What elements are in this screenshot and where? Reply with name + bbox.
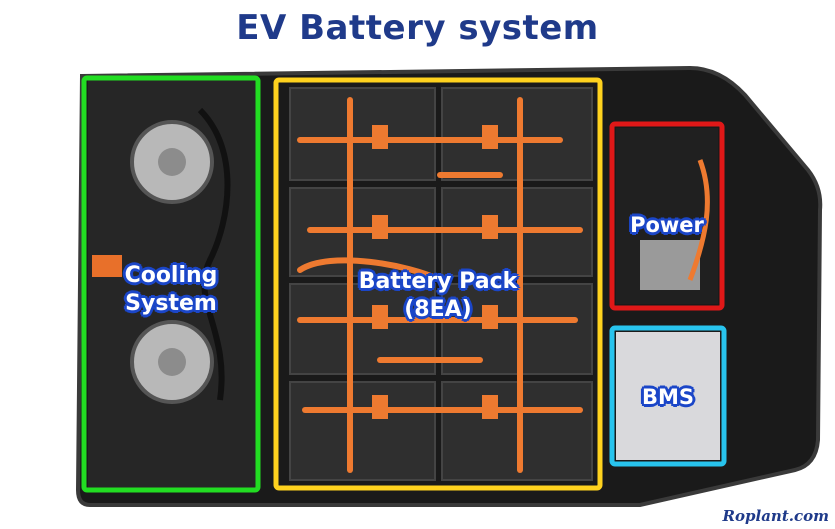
bms-box xyxy=(609,325,727,467)
cooling-label-line2: System xyxy=(125,290,217,316)
cooling-system-box xyxy=(81,75,261,493)
battery-label-line2: (8EA) xyxy=(404,296,472,322)
cooling-cable xyxy=(197,107,231,401)
page-title: EV Battery system xyxy=(236,8,599,48)
module-7 xyxy=(289,381,436,481)
orange-connectors xyxy=(372,125,498,419)
watermark: Roplant.com xyxy=(722,507,829,525)
power-box xyxy=(609,121,725,311)
orange-wiring xyxy=(297,97,583,473)
orange-connector xyxy=(92,255,122,277)
power-label: Power xyxy=(630,213,704,237)
fan-top-hub xyxy=(158,148,186,176)
battery-pack-box xyxy=(273,77,603,491)
power-plate xyxy=(640,240,700,290)
bms-unit xyxy=(616,332,720,460)
battery-label-line1: Battery Pack xyxy=(358,269,518,294)
pack-tray-rim xyxy=(75,65,823,507)
fan-bottom-hub xyxy=(158,348,186,376)
cooling-label-line1: Cooling xyxy=(124,263,218,288)
battery-pack-label: Battery Pack (8EA) xyxy=(300,268,576,323)
module-1 xyxy=(289,87,436,181)
bms-label: BMS xyxy=(641,385,695,409)
cooling-system-label: Cooling System xyxy=(95,262,247,317)
power-cable xyxy=(687,159,710,281)
